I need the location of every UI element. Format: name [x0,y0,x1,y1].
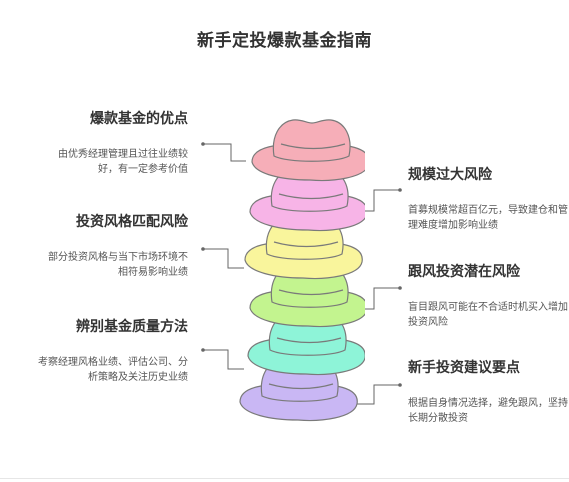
info-block-advantages: 爆款基金的优点 由优秀经理管理且过往业绩较好，有一定参考价值 [40,110,188,177]
desc-quality-method: 考察经理风格业绩、评估公司、分析策略及关注历史业绩 [38,357,188,383]
connector-dot-right-2 [398,286,402,290]
connector-dot-right-3 [398,383,402,387]
hat-stack [239,119,365,422]
heading-advantages: 爆款基金的优点 [90,111,188,127]
heading-quality-method: 辨别基金质量方法 [76,319,188,335]
desc-style-risk: 部分投资风格与当下市场环境不相符易影响业绩 [48,252,188,278]
connector-left-3 [203,349,244,370]
connector-dot-left-1 [201,142,205,146]
desc-advantages: 由优秀经理管理且过往业绩较好，有一定参考价值 [58,149,188,175]
connector-right-3 [356,384,400,405]
connector-dot-left-3 [201,348,205,352]
desc-beginner-tips: 根据自身情况选择，避免跟风，坚持长期分散投资 [408,398,568,424]
info-block-quality-method: 辨别基金质量方法 考察经理风格业绩、评估公司、分析策略及关注历史业绩 [30,318,188,385]
info-block-herd-risk: 跟风投资潜在风险 盲目跟风可能在不合适时机买入增加投资风险 [408,263,568,330]
bottom-divider [0,478,569,479]
connector-left-2 [203,248,244,269]
heading-herd-risk: 跟风投资潜在风险 [408,264,520,280]
desc-scale-risk: 首募规模常超百亿元，导致建仓和管理难度增加影响业绩 [408,205,568,231]
page-title: 新手定投爆款基金指南 [197,31,372,51]
desc-herd-risk: 盲目跟风可能在不合适时机买入增加投资风险 [408,302,568,328]
connector-dot-right-1 [398,188,402,192]
connector-dot-left-2 [201,247,205,251]
info-block-scale-risk: 规模过大风险 首募规模常超百亿元，导致建仓和管理难度增加影响业绩 [408,166,568,233]
info-block-style-risk: 投资风格匹配风险 部分投资风格与当下市场环境不相符易影响业绩 [40,213,188,280]
connector-right-1 [356,189,400,212]
heading-scale-risk: 规模过大风险 [408,167,492,183]
connector-left-1 [203,143,246,162]
heading-style-risk: 投资风格匹配风险 [76,214,188,230]
heading-beginner-tips: 新手投资建议要点 [408,360,520,376]
info-block-beginner-tips: 新手投资建议要点 根据自身情况选择，避免跟风，坚持长期分散投资 [408,359,568,426]
connector-right-2 [356,287,400,310]
hat-top-pink-icon [251,119,365,182]
